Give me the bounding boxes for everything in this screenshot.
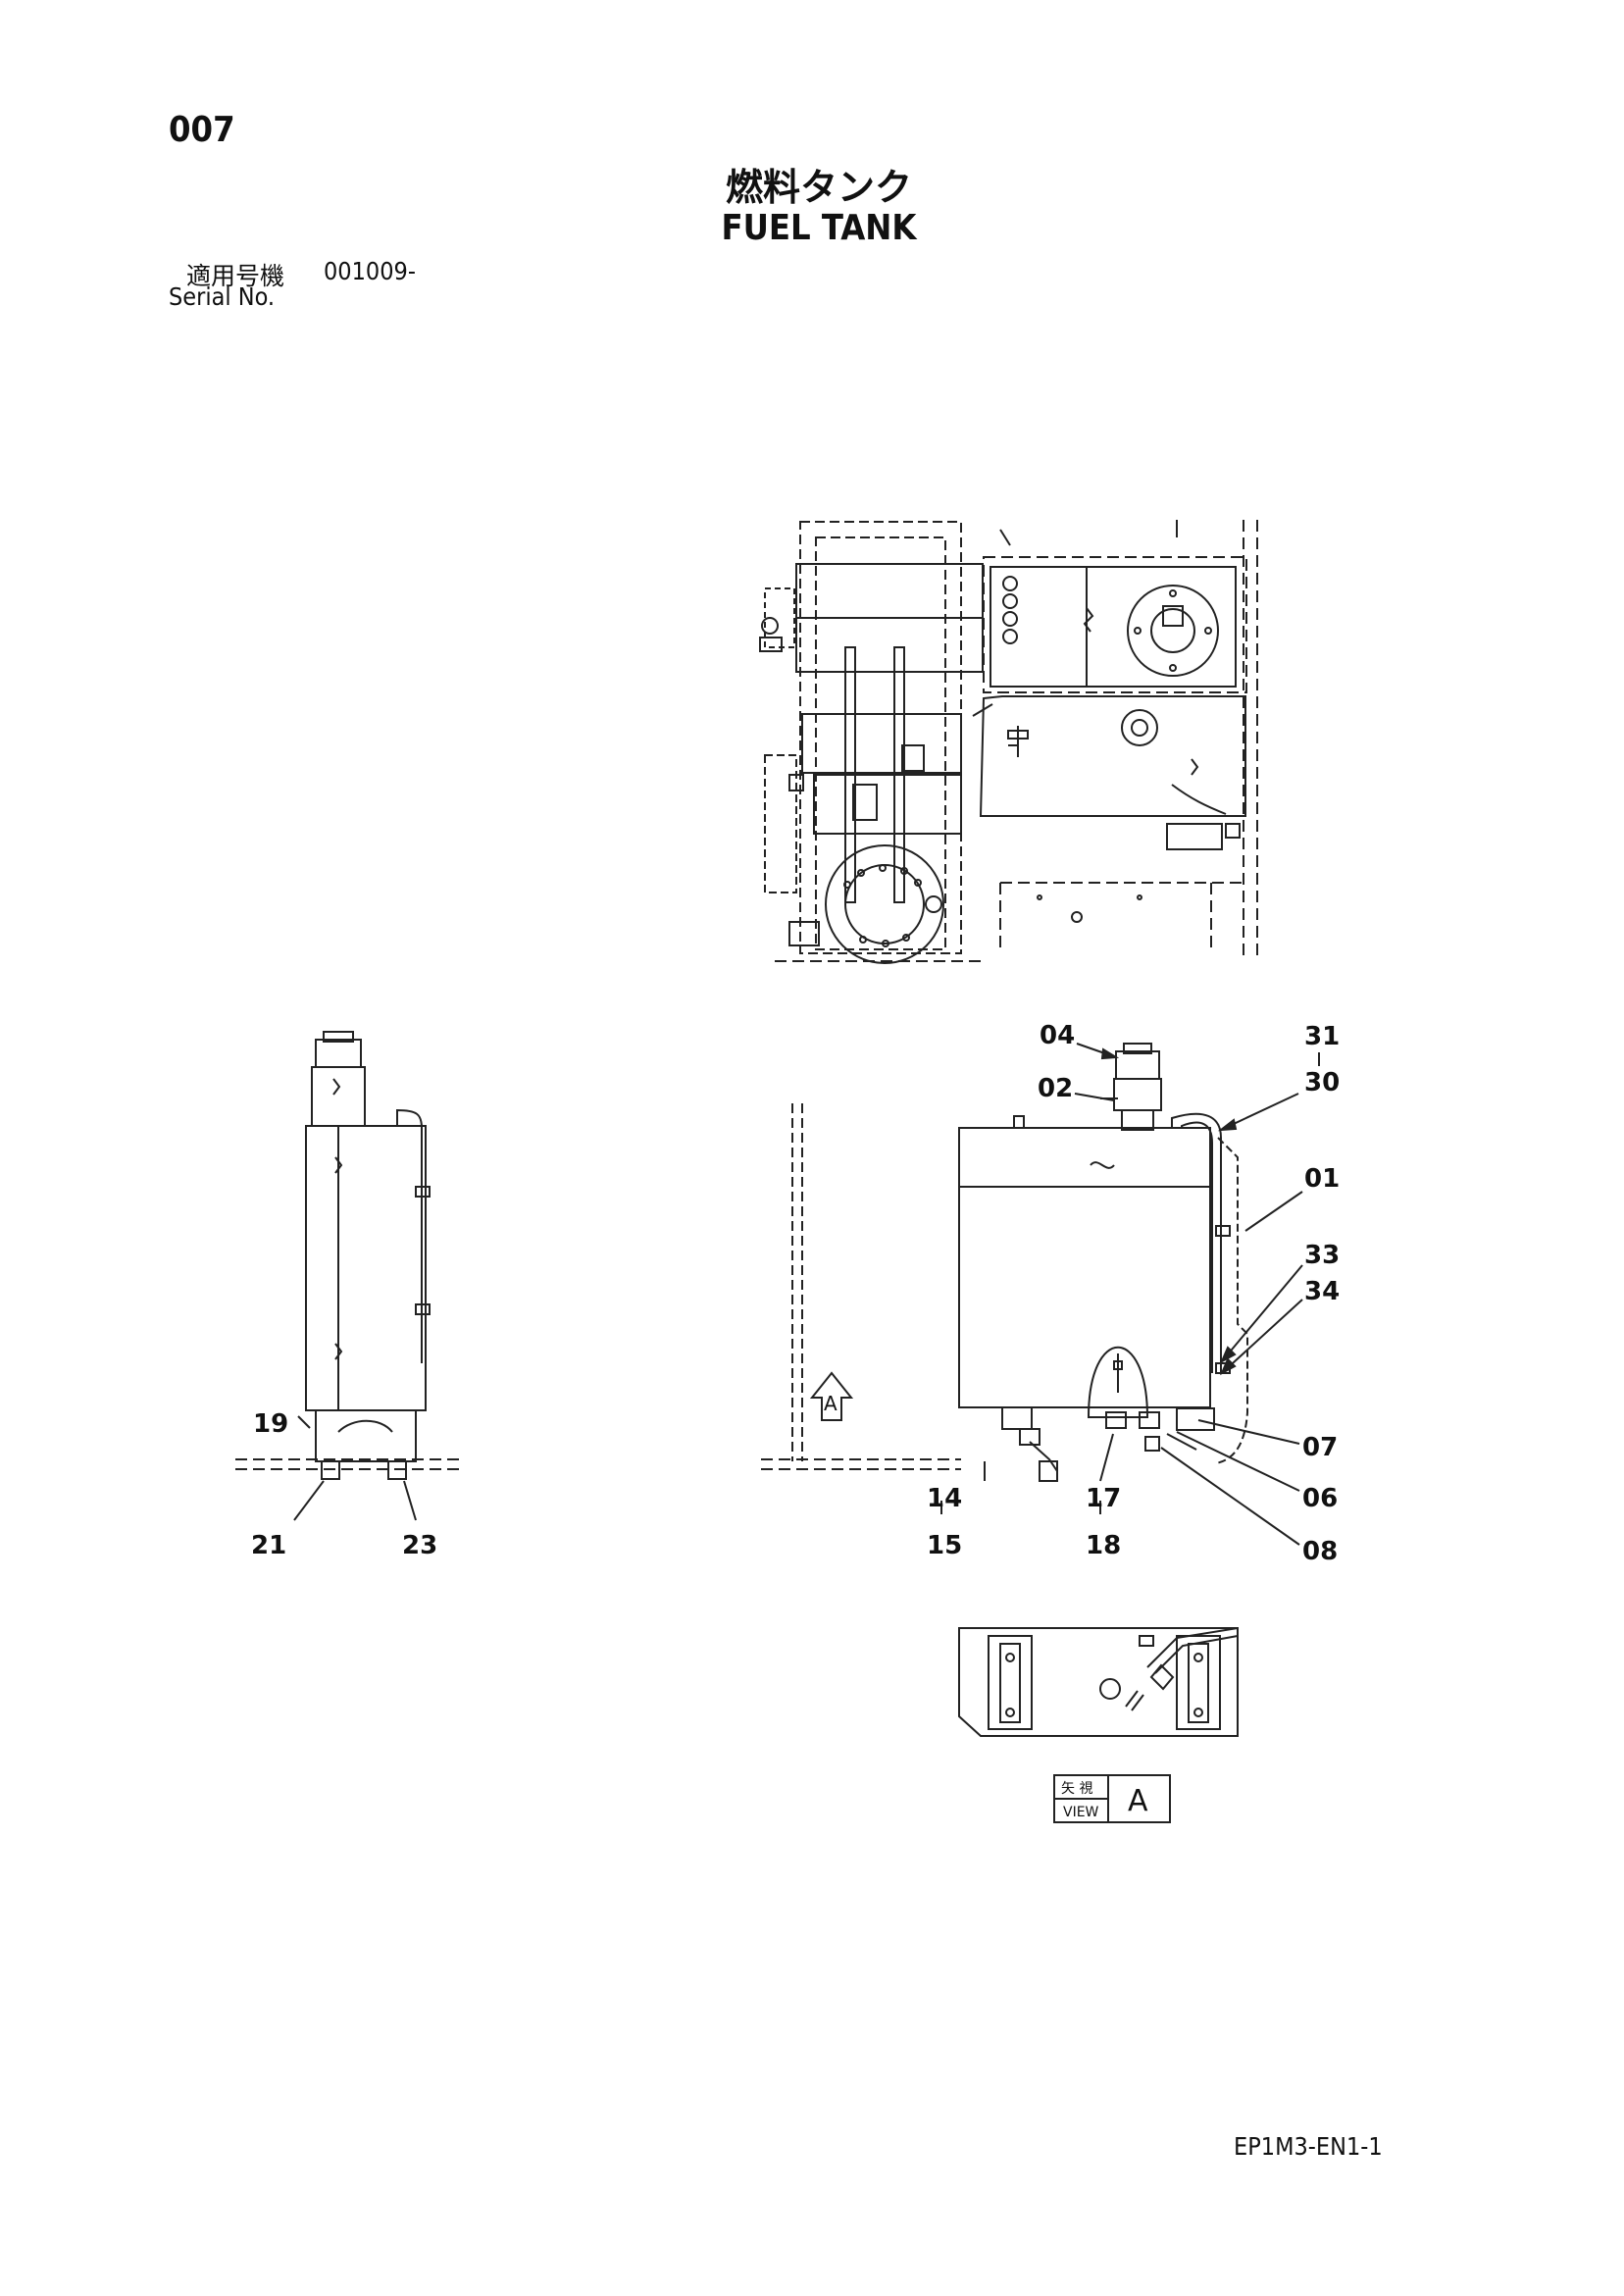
page-title-en: FUEL TANK xyxy=(721,208,917,248)
view-a-bottom xyxy=(958,1627,1239,1823)
view-box-en: VIEW xyxy=(1063,1805,1099,1820)
serial-label-jp: 適用号機 xyxy=(186,262,285,290)
top-plan-view xyxy=(759,520,1258,964)
page-number: 007 xyxy=(169,110,235,150)
serial-label-en: Serial No. xyxy=(169,282,276,311)
callout-labels: 04 02 31 30 01 33 34 07 06 08 14 15 17 1… xyxy=(251,1021,1340,1820)
callout-19: 19 xyxy=(253,1409,288,1439)
callout-02: 02 xyxy=(1038,1074,1073,1103)
callout-04: 04 xyxy=(1040,1021,1075,1050)
callout-06: 06 xyxy=(1302,1484,1338,1513)
view-box-letter: A xyxy=(1128,1784,1148,1818)
callout-18: 18 xyxy=(1086,1531,1121,1560)
callout-17: 17 xyxy=(1086,1484,1121,1513)
callout-01: 01 xyxy=(1304,1164,1340,1194)
callout-21: 21 xyxy=(251,1531,286,1560)
callout-31: 31 xyxy=(1304,1022,1340,1051)
callout-33: 33 xyxy=(1304,1241,1340,1270)
left-side-view xyxy=(235,1031,461,1521)
callout-34: 34 xyxy=(1304,1277,1340,1306)
callout-07: 07 xyxy=(1302,1433,1338,1462)
document-code: EP1M3-EN1-1 xyxy=(1234,2132,1383,2161)
view-marker-letter: A xyxy=(824,1392,837,1415)
callout-08: 08 xyxy=(1302,1537,1338,1566)
main-front-view xyxy=(761,1043,1320,1546)
callout-30: 30 xyxy=(1304,1068,1340,1097)
callout-14: 14 xyxy=(927,1484,962,1513)
callout-15: 15 xyxy=(927,1531,962,1560)
view-box-jp: 矢 視 xyxy=(1061,1781,1092,1797)
page-title-jp: 燃料タンク xyxy=(725,166,912,209)
callout-23: 23 xyxy=(402,1531,437,1560)
serial-value: 001009- xyxy=(324,257,416,285)
